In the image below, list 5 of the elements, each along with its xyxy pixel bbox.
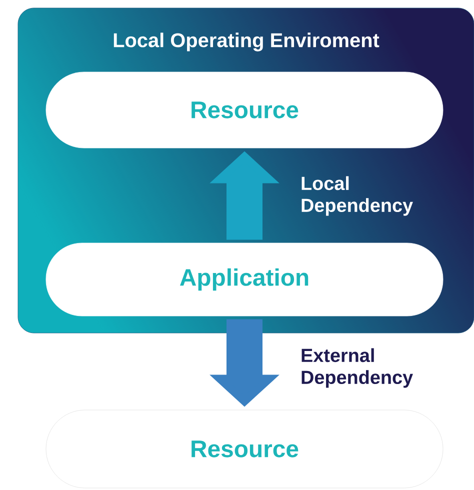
rounded-box: Application: [46, 242, 444, 316]
edge-label: External Dependency: [302, 348, 413, 388]
rounded-box: Resource: [46, 410, 444, 488]
rounded-box: Resource: [46, 72, 444, 148]
edge-label: Local Dependency: [302, 176, 413, 216]
